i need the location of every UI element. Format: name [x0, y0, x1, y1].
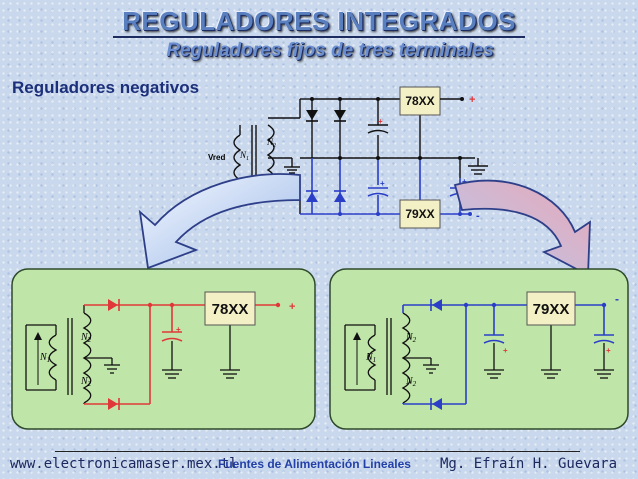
left-out-plus: +: [289, 301, 295, 313]
left-chip-78xx-label: 78XX: [212, 301, 249, 318]
left-chip-78xx: [204, 291, 256, 326]
right-chip-79xx-label: 79XX: [533, 301, 570, 318]
right-out-minus: -: [615, 292, 619, 306]
right-cap2-plus: +: [606, 346, 611, 355]
footer-divider: [55, 451, 580, 452]
top-chip-78xx-label: 78XX: [405, 94, 434, 108]
left-diode-top: [108, 299, 118, 311]
right-panel: N1 N2 N2 + +: [329, 268, 629, 430]
right-curved-arrow: [453, 179, 591, 277]
left-n2a-label: N2: [80, 332, 92, 344]
top-cap2-plus: +: [380, 179, 385, 188]
top-nodes: [310, 97, 462, 160]
title-underline: [113, 36, 525, 38]
right-n1-label: N1: [365, 352, 376, 364]
footer-author: Mg. Efraín H. Guevara: [440, 456, 618, 472]
right-diode-bottom: [432, 398, 442, 410]
slide-title: REGULADORES INTEGRADOS: [122, 6, 516, 36]
top-cap3-plus: +: [462, 177, 467, 186]
top-n1-label: N1: [239, 150, 249, 162]
top-chip-79xx-label: 79XX: [405, 207, 434, 221]
top-n2a-label: N2: [266, 137, 276, 149]
top-bridge-lower: [300, 158, 471, 215]
top-out-minus: -: [476, 210, 480, 222]
left-n2b-label: N2: [80, 376, 92, 388]
top-out-plus: +: [469, 94, 475, 106]
right-cap1-plus: +: [503, 346, 508, 355]
slide-subtitle: Reguladores fijos de tres terminales: [166, 40, 494, 61]
top-diode-3: [306, 192, 318, 202]
top-cap-plus: +: [378, 117, 383, 126]
left-cap-plus: +: [176, 325, 181, 334]
top-diode-4: [334, 192, 346, 202]
top-chip-79xx: [399, 199, 441, 229]
footer-website: www.electronicamaser.mex.tl: [10, 456, 238, 472]
left-diode-bottom: [108, 398, 118, 410]
top-chip-78xx: [399, 86, 441, 116]
right-n2a-label: N2: [405, 332, 417, 344]
left-curved-arrow: [138, 173, 301, 270]
top-bridge-upper: [300, 98, 488, 178]
left-panel: N1 N2 N2 + 78XX +: [11, 268, 316, 430]
footer-course-title: Fuentes de Alimentación Lineales: [218, 457, 411, 471]
top-diode-2: [334, 110, 346, 120]
right-chip-79xx: [526, 291, 576, 326]
right-n2b-label: N2: [405, 376, 417, 388]
left-n1-label: N1: [39, 352, 50, 364]
section-label: Reguladores negativos: [12, 78, 200, 97]
top-vred-label: Vred: [208, 153, 225, 162]
right-diode-top: [432, 299, 442, 311]
top-diode-1: [306, 110, 318, 120]
top-diagram: Vred N1 N2 N2 +: [208, 86, 488, 229]
